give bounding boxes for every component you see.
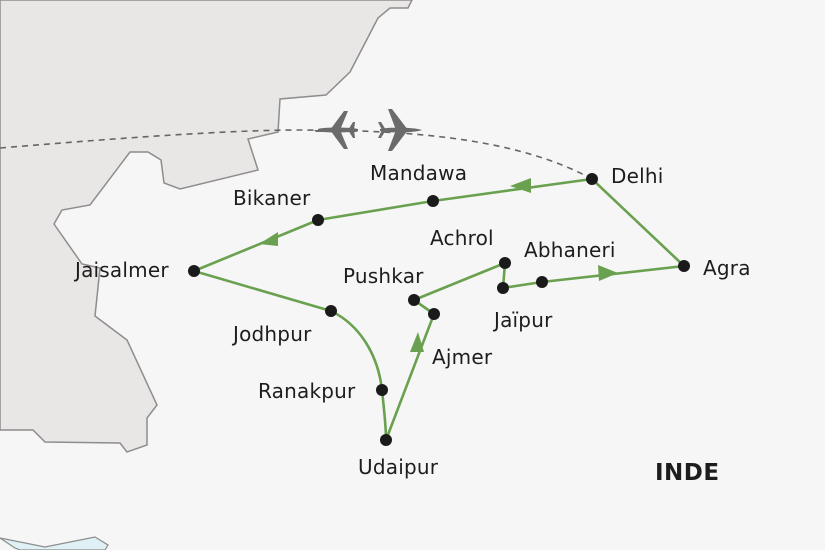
city-label-mandawa: Mandawa	[370, 161, 468, 185]
plane-arrival-icon	[314, 111, 358, 149]
neighbor-country-region	[0, 0, 413, 453]
flight-path	[0, 129, 593, 180]
sea-region	[0, 536, 109, 550]
city-label-ajmer: Ajmer	[432, 345, 493, 369]
plane-departure-icon	[378, 109, 422, 151]
city-label-agra: Agra	[703, 256, 751, 280]
country-label: INDE	[655, 460, 720, 486]
city-label-jodhpur: Jodhpur	[233, 322, 312, 346]
city-label-udaipur: Udaipur	[358, 455, 439, 479]
city-label-jaisalmer: Jaisalmer	[75, 258, 169, 282]
city-label-bikaner: Bikaner	[233, 186, 311, 210]
city-label-achrol: Achrol	[430, 226, 494, 250]
route-direction-arrows	[259, 178, 618, 352]
city-label-ranakpur: Ranakpur	[258, 379, 356, 403]
city-label-abhaneri: Abhaneri	[524, 238, 616, 262]
city-label-jaipur: Jaïpur	[494, 308, 553, 332]
city-label-pushkar: Pushkar	[343, 264, 424, 288]
city-markers	[188, 173, 690, 446]
city-label-delhi: Delhi	[611, 164, 664, 188]
